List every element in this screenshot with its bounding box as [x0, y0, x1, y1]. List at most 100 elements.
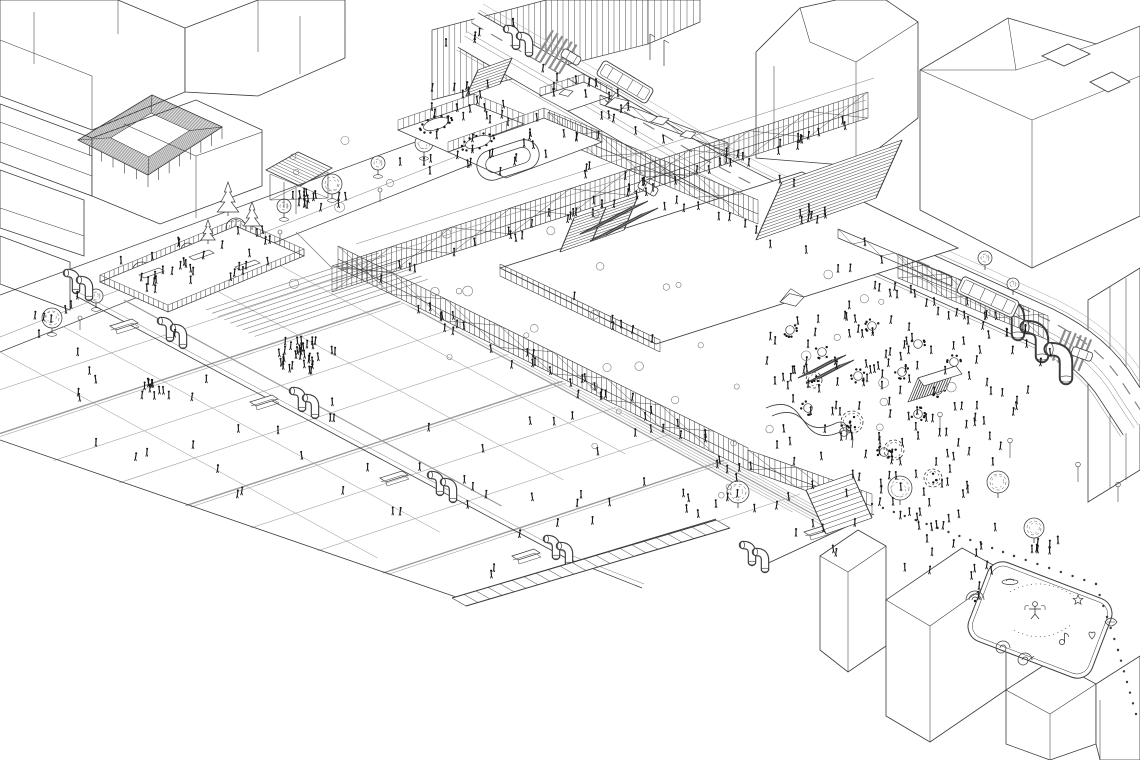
bench: [249, 394, 280, 411]
doodle-note: [1059, 632, 1069, 646]
central-plaza-void: [498, 171, 960, 345]
doodle-spiral: [995, 640, 1011, 654]
scaffold-stage: [265, 151, 333, 214]
vent-pipe: [555, 541, 574, 568]
doodle-star: [1072, 593, 1084, 605]
cafe-table: [910, 339, 926, 349]
block-west-e: [0, 235, 71, 311]
south-ramp: [451, 519, 731, 607]
deck-escalator-b: [589, 207, 659, 242]
south-colonnade-row: [417, 302, 753, 471]
building-northeast-block: [919, 17, 1140, 269]
plaza-gathering-2: [140, 377, 165, 400]
block-southeast-d: [1095, 655, 1140, 760]
bench: [511, 548, 542, 565]
tree: [1006, 277, 1020, 295]
rooftop-box-b: [1089, 71, 1131, 93]
bench: [109, 318, 140, 335]
vent-pipe: [301, 393, 320, 420]
block-northwest-a: [0, 0, 186, 131]
deck-escalator-a: [579, 200, 649, 235]
lamp-post: [1007, 437, 1013, 458]
tree: [370, 155, 386, 179]
north-small-stair: [465, 57, 513, 97]
stage-crowd: [291, 187, 318, 210]
layer-pedestrians: [33, 17, 1060, 600]
crosswalk: [534, 29, 578, 75]
car: [637, 179, 659, 197]
tram: [596, 60, 654, 104]
gathering-table: [418, 115, 454, 134]
terrace-escalator-b: [805, 359, 855, 384]
playground-mural-slab: [965, 561, 1118, 679]
terrace-escalator-a: [797, 354, 847, 379]
plaza-scatter: [76, 328, 756, 579]
cafe-table: [783, 324, 798, 338]
top-crossing: [444, 17, 515, 47]
doodle-figure: [1024, 601, 1046, 620]
tree: [977, 250, 993, 270]
planting-ring: [805, 371, 823, 389]
deck-rooms-crowd: [430, 63, 638, 176]
lamp-post: [1115, 481, 1121, 502]
lamp-post: [1075, 461, 1081, 482]
kiosk-hut: [679, 130, 697, 140]
plaza-gathering: [277, 335, 337, 375]
tree: [41, 307, 63, 337]
colonnade-southwest: [337, 245, 749, 471]
block-southeast-a: [819, 529, 887, 673]
gantry-truss: [837, 228, 953, 287]
rooftop-box-a: [1041, 43, 1091, 67]
vent-pipe: [439, 477, 458, 504]
cafe-table: [814, 345, 828, 360]
cafe-table: [910, 406, 926, 422]
hatched-roof-pavilion: [77, 94, 223, 187]
bench: [379, 470, 410, 487]
conifer-tree: [200, 218, 216, 244]
tree: [1023, 517, 1045, 543]
block-west-c: [91, 99, 263, 225]
cafe-table: [946, 354, 962, 367]
balloon-circles: [289, 135, 957, 499]
deck-room: [539, 73, 613, 112]
vent-pipe: [515, 31, 534, 58]
loop-ramp: [476, 139, 540, 181]
kiosk-hut: [779, 288, 805, 307]
tree: [887, 475, 913, 505]
mural-kids: [1030, 535, 1060, 555]
stair-crowd: [798, 203, 827, 225]
car: [560, 48, 582, 66]
parapet-void-south: [499, 263, 661, 353]
kiosk-hut: [558, 88, 574, 97]
vent-pipe: [75, 275, 94, 302]
layer-market: [99, 180, 305, 313]
cafe-table: [850, 368, 866, 384]
facade-north-c: [647, 0, 701, 45]
southeast-walkers: [735, 462, 997, 600]
doodle-heart: [1088, 631, 1096, 640]
road-colonnade-row: [583, 161, 1028, 348]
kiosk-hut: [650, 115, 670, 126]
car: [1070, 346, 1094, 362]
road-pedestrians: [616, 88, 884, 264]
tree: [986, 470, 1010, 498]
block-west-d: [0, 169, 85, 257]
hedge-swirl: [765, 404, 848, 441]
bollard-line: [870, 502, 1138, 716]
planting-ring: [923, 468, 943, 488]
doodle-ufo: [1001, 578, 1019, 585]
doodle-snail: [1017, 652, 1035, 666]
vent-pipe: [1043, 341, 1074, 386]
conifer-tree: [216, 180, 240, 216]
doodle-leaf: [1104, 617, 1118, 627]
cafe-table: [800, 400, 813, 416]
conifer-tree: [242, 200, 262, 230]
layer-terrace: [765, 318, 963, 488]
vent-pipe: [751, 547, 770, 574]
terrace-crowd: [765, 296, 1052, 532]
void-edge-people: [572, 291, 654, 343]
planting-ring: [883, 439, 905, 461]
